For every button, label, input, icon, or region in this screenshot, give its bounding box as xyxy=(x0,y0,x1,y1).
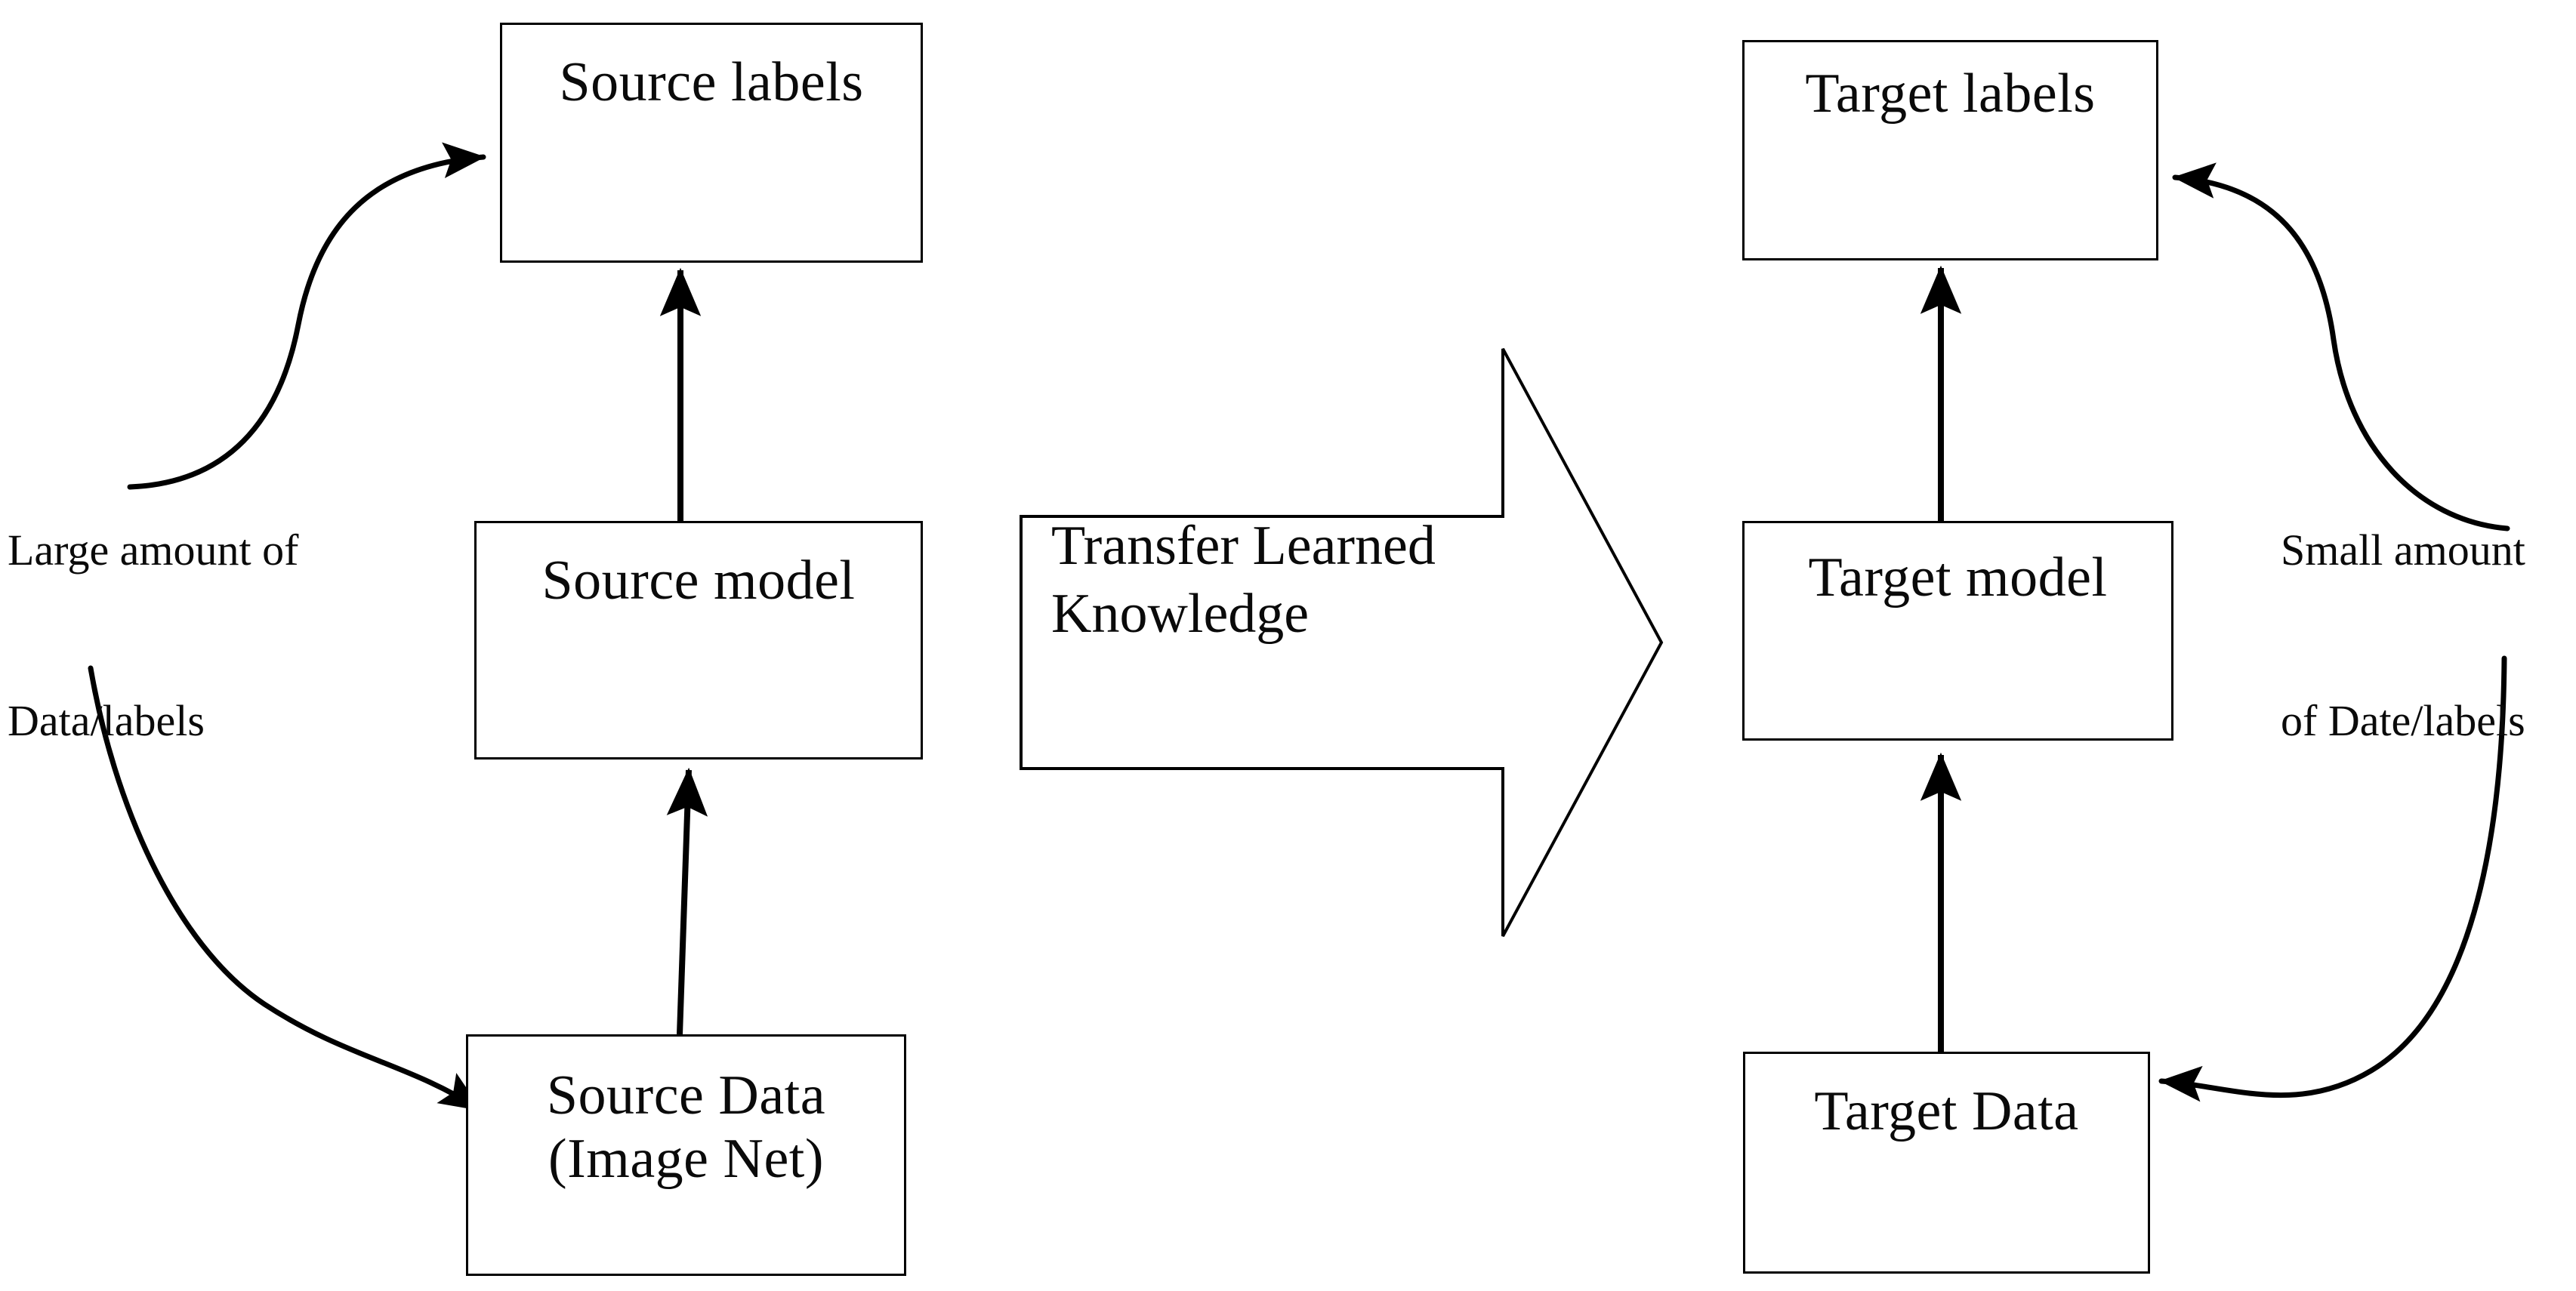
box-target-labels[interactable]: Target labels xyxy=(1742,40,2158,260)
connector-annotation-to-target-labels xyxy=(2172,162,2510,531)
annotation-small-amount: Small amount of Date/labels xyxy=(2281,525,2525,746)
box-target-model[interactable]: Target model xyxy=(1742,521,2173,741)
annotation-large-amount: Large amount of Data/labels xyxy=(8,525,299,746)
transfer-arrow-caption: Transfer Learned Knowledge xyxy=(1051,515,1436,646)
box-source-model[interactable]: Source model xyxy=(474,521,923,760)
box-source-model-text: Source model xyxy=(541,550,856,612)
box-source-data-text: Source Data (Image Net) xyxy=(546,1065,826,1191)
box-source-labels-text: Source labels xyxy=(559,51,864,113)
box-target-labels-text: Target labels xyxy=(1805,63,2096,125)
box-target-model-text: Target model xyxy=(1808,547,2108,609)
box-source-data[interactable]: Source Data (Image Net) xyxy=(466,1034,906,1276)
box-target-data[interactable]: Target Data xyxy=(1743,1052,2150,1274)
connector-source-data-to-source-model xyxy=(666,767,708,1035)
box-source-labels[interactable]: Source labels xyxy=(500,23,923,263)
box-target-data-text: Target Data xyxy=(1814,1080,2079,1142)
connector-annotation-to-source-labels xyxy=(127,142,486,490)
